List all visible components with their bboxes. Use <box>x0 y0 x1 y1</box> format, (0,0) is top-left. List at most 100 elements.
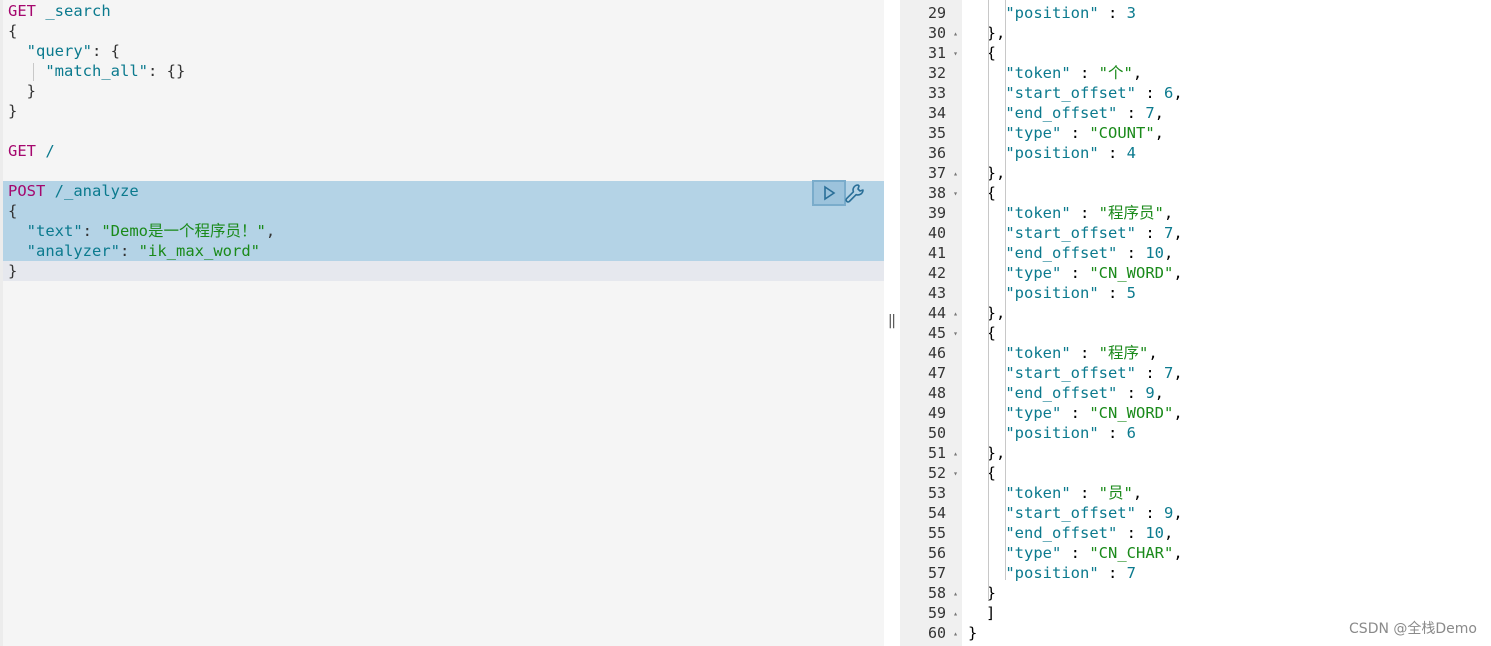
editor-line-10: POST /_analyze <box>8 182 139 200</box>
line-number: 47 <box>927 364 946 382</box>
response-line: "token" : "员", <box>1005 484 1143 502</box>
response-line: { <box>968 184 996 202</box>
request-actions <box>812 180 848 206</box>
line-number: 57 <box>927 564 946 582</box>
response-line: "type" : "CN_CHAR", <box>1005 544 1183 562</box>
line-number: 48 <box>927 384 946 402</box>
editor-line-3: "query": { <box>26 42 120 60</box>
line-number: 49 <box>927 404 946 422</box>
line-number: 54 <box>927 504 946 522</box>
resize-grip-icon[interactable]: ‖ <box>887 313 897 329</box>
line-number: 60▴ <box>927 624 958 642</box>
response-line: { <box>968 464 996 482</box>
response-line: "position" : 6 <box>1005 424 1136 442</box>
selected-request-last-line <box>3 261 884 281</box>
line-number: 53 <box>927 484 946 502</box>
response-line: ] <box>986 604 996 622</box>
response-line: "type" : "COUNT", <box>1005 124 1164 142</box>
response-line: { <box>968 324 996 342</box>
indent-guide <box>33 63 34 81</box>
line-number: 41 <box>927 244 946 262</box>
fold-close-icon[interactable]: ▴ <box>953 29 958 38</box>
fold-open-icon[interactable]: ▾ <box>953 189 958 198</box>
line-number: 38▾ <box>927 184 958 202</box>
response-line: "token" : "程序员", <box>1005 204 1174 222</box>
fold-close-icon[interactable]: ▴ <box>953 589 958 598</box>
fold-close-icon[interactable]: ▴ <box>953 449 958 458</box>
line-number: 56 <box>927 544 946 562</box>
editor-line-12: "text": "Demo是一个程序员！", <box>26 222 276 240</box>
fold-close-icon[interactable]: ▴ <box>953 629 958 638</box>
line-number: 40 <box>927 224 946 242</box>
response-line: } <box>968 624 978 642</box>
line-number: 50 <box>927 424 946 442</box>
line-number: 51▴ <box>927 444 958 462</box>
editor-line-11: { <box>8 202 18 220</box>
response-line: }, <box>968 24 1006 42</box>
response-line: }, <box>968 444 1006 462</box>
editor-line-4: "match_all": {} <box>45 62 186 80</box>
fold-open-icon[interactable]: ▾ <box>953 329 958 338</box>
line-number: 46 <box>927 344 946 362</box>
line-number: 43 <box>927 284 946 302</box>
line-number: 58▴ <box>927 584 958 602</box>
selected-request-highlight <box>3 181 884 261</box>
response-line: { <box>968 44 996 62</box>
line-number: 44▴ <box>927 304 958 322</box>
indent-guide <box>1005 0 1006 580</box>
response-line: "end_offset" : 9, <box>1005 384 1164 402</box>
response-line: "end_offset" : 7, <box>1005 104 1164 122</box>
response-line: "position" : 7 <box>1005 564 1136 582</box>
response-line: }, <box>968 164 1006 182</box>
line-number: 37▴ <box>927 164 958 182</box>
line-number: 30▴ <box>927 24 958 42</box>
line-number: 32 <box>927 64 946 82</box>
line-number: 35 <box>927 124 946 142</box>
editor-line-5: } <box>8 82 36 100</box>
line-number: 59▴ <box>927 604 958 622</box>
line-number: 31▾ <box>927 44 958 62</box>
panel-resizer[interactable]: ‖ <box>884 0 900 646</box>
editor-line-13: "analyzer": "ik_max_word" <box>26 242 260 260</box>
response-line: "type" : "CN_WORD", <box>1005 404 1183 422</box>
response-line: "end_offset" : 10, <box>1005 244 1174 262</box>
response-line: "start_offset" : 6, <box>1005 84 1183 102</box>
fold-close-icon[interactable]: ▴ <box>953 169 958 178</box>
fold-close-icon[interactable]: ▴ <box>953 609 958 618</box>
response-line: "token" : "程序", <box>1005 344 1158 362</box>
send-request-button[interactable] <box>812 180 846 206</box>
response-line: "position" : 5 <box>1005 284 1136 302</box>
editor-line-1: GET _search <box>8 2 111 20</box>
response-line: "position" : 4 <box>1005 144 1136 162</box>
indent-guide <box>988 0 989 600</box>
line-number: 39 <box>927 204 946 222</box>
fold-open-icon[interactable]: ▾ <box>953 469 958 478</box>
response-line: }, <box>968 304 1006 322</box>
response-line: "start_offset" : 9, <box>1005 504 1183 522</box>
line-number: 36 <box>927 144 946 162</box>
response-line: "start_offset" : 7, <box>1005 224 1183 242</box>
response-line: "type" : "CN_WORD", <box>1005 264 1183 282</box>
fold-close-icon[interactable]: ▴ <box>953 309 958 318</box>
line-number: 55 <box>927 524 946 542</box>
editor-line-8: GET / <box>8 142 55 160</box>
response-line: "end_offset" : 10, <box>1005 524 1174 542</box>
line-number: 42 <box>927 264 946 282</box>
line-number: 29 <box>927 4 946 22</box>
request-editor[interactable]: GET _search { "query": { "match_all": {}… <box>0 0 884 646</box>
fold-open-icon[interactable]: ▾ <box>953 49 958 58</box>
response-line: } <box>968 584 996 602</box>
watermark: CSDN @全栈Demo <box>1349 621 1477 637</box>
line-number: 45▾ <box>927 324 958 342</box>
wrench-icon[interactable] <box>843 182 867 206</box>
response-line: "start_offset" : 7, <box>1005 364 1183 382</box>
editor-line-6: } <box>8 102 18 120</box>
response-line: "position" : 3 <box>1005 4 1136 22</box>
line-number: 52▾ <box>927 464 958 482</box>
play-icon <box>824 185 836 201</box>
line-number: 33 <box>927 84 946 102</box>
editor-line-2: { <box>8 22 18 40</box>
response-line: "token" : "个", <box>1005 64 1143 82</box>
